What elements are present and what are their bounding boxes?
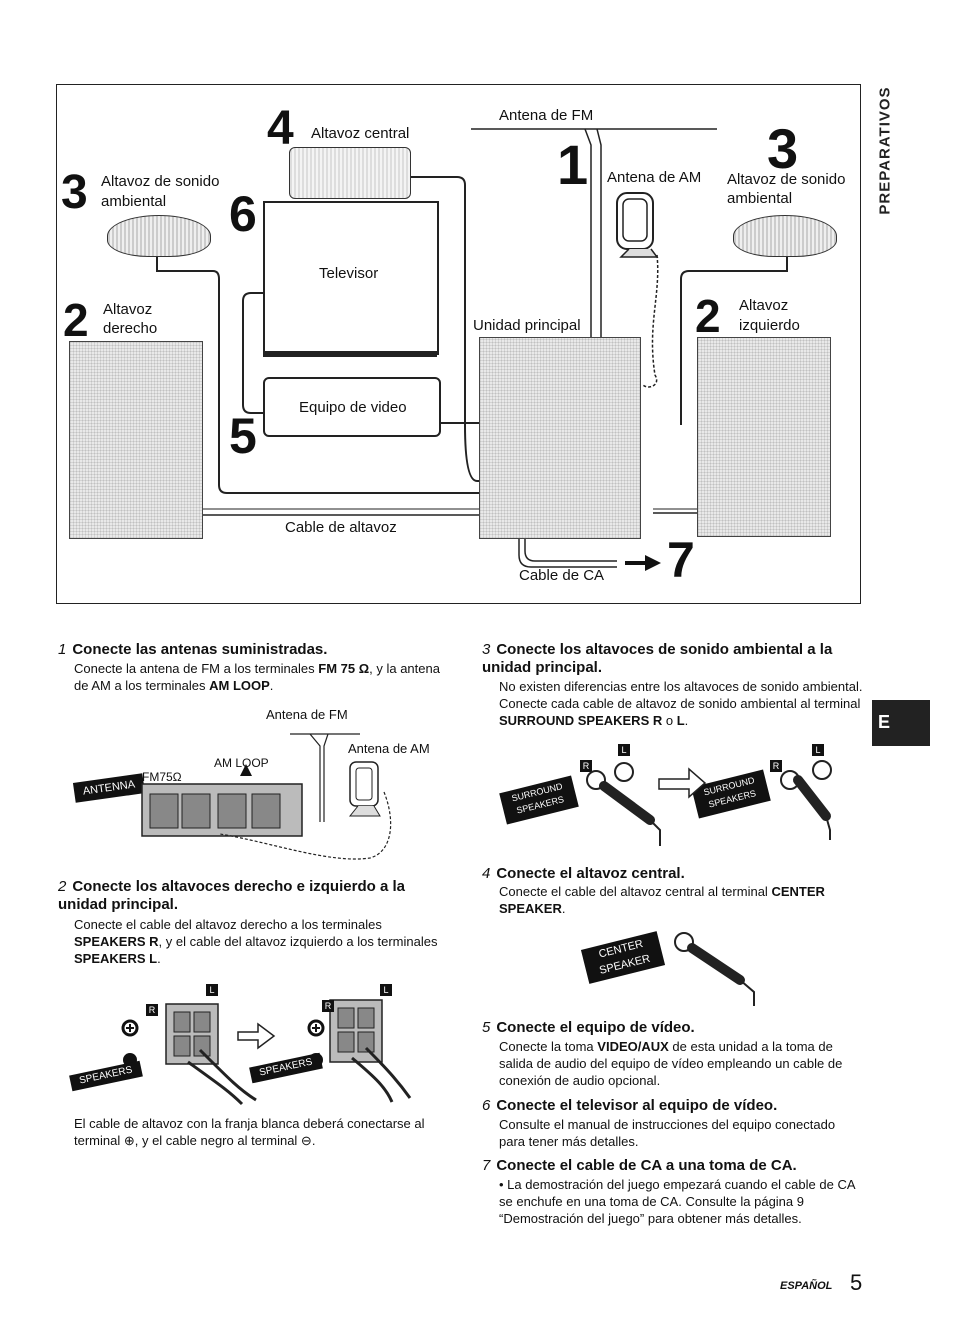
language-tab: E (872, 700, 930, 746)
label-main-unit: Unidad principal (473, 317, 581, 334)
fig2-drawing (121, 999, 412, 1106)
label-surround-left-1: Altavoz de sonido (101, 173, 220, 190)
left-surround-speaker (107, 215, 211, 257)
step-number-7: 7 (667, 532, 695, 588)
label-surround-left-2: ambiental (101, 193, 167, 210)
right-front-speaker (69, 341, 203, 539)
step-number-2-left: 2 (695, 290, 721, 342)
fig3-r-badge: R (580, 760, 592, 772)
label-speaker-cable: Cable de altavoz (285, 519, 397, 536)
step-number-3-left: 3 (61, 166, 88, 219)
fig2-l-badge-2: L (380, 984, 392, 996)
footer-language: ESPAÑOL (780, 1280, 833, 1292)
step-number-6: 6 (229, 186, 257, 242)
label-surround-right-2: ambiental (727, 190, 793, 207)
fig3-l-badge-2: L (812, 744, 824, 756)
fig2-r-badge-2: R (322, 1000, 334, 1012)
label-center-speaker: Altavoz central (311, 125, 410, 142)
page-number: 5 (850, 1270, 863, 1295)
step-number-4: 4 (267, 102, 294, 155)
main-unit (479, 337, 641, 539)
label-right-speaker-1: Altavoz (103, 301, 153, 318)
fig3-l-badge: L (618, 744, 630, 756)
step-number-3-right: 3 (767, 117, 799, 180)
step-number-1: 1 (557, 133, 589, 196)
label-tv: Televisor (319, 265, 379, 282)
connection-diagram: Antena de FM Antena de AM Altavoz centra… (56, 84, 861, 604)
step-7-body: • La demostración del juego empezará cua… (499, 1177, 855, 1226)
label-right-speaker-2: derecho (103, 320, 158, 337)
step-number-2-right: 2 (63, 294, 89, 346)
fig2-l-badge: L (206, 984, 218, 996)
vcr-box (263, 377, 441, 437)
tv-box (263, 201, 439, 355)
surround-figure: SURROUND SPEAKERS SURROUND SPEAKERS R L … (499, 740, 860, 850)
label-surround-right-1: Altavoz de sonido (727, 171, 846, 188)
antenna-figure: Antena de FM Antena de AM ANTENNA FM75Ω … (70, 702, 440, 872)
fig1-fm75-label: FM75Ω (142, 770, 182, 784)
step-number-5: 5 (229, 408, 257, 464)
fig2-r-badge: R (146, 1004, 158, 1016)
step-4-body: Conecte el cable del altavoz central al … (499, 884, 825, 916)
side-section-label: PREPARATIVOS (876, 86, 894, 215)
step-1-body: Conecte la antena de FM a los terminales… (74, 661, 440, 693)
center-speaker (289, 147, 411, 199)
label-ac-cable: Cable de CA (519, 567, 605, 584)
center-figure: CENTER SPEAKER (580, 922, 780, 1010)
step-3-body: No existen diferencias entre los altavoc… (499, 679, 863, 728)
step-5-body: Conecte la toma VIDEO/AUX de esta unidad… (499, 1039, 843, 1088)
left-front-speaker (697, 337, 831, 537)
step-6-body: Consulte el manual de instrucciones del … (499, 1117, 836, 1149)
fig1-label-fm: Antena de FM (266, 707, 348, 722)
label-vcr: Equipo de video (299, 399, 407, 416)
step-2-body: Conecte el cable del altavoz derecho a l… (74, 917, 438, 966)
label-fm-antenna: Antena de FM (499, 107, 594, 124)
label-left-speaker-1: Altavoz (739, 297, 789, 314)
fig1-loop-label: AM LOOP (214, 756, 269, 770)
fig1-label-am: Antena de AM (348, 741, 430, 756)
label-am-antenna: Antena de AM (607, 169, 702, 186)
fig1-drawing (141, 733, 392, 860)
tv-base (263, 351, 437, 357)
page-footer: ESPAÑOL 5 (780, 1268, 864, 1298)
label-left-speaker-2: izquierdo (739, 317, 800, 334)
right-surround-speaker (733, 215, 837, 257)
speakers-figure: R L R L SPEAKERS SPEAKERS (69, 980, 442, 1110)
step-2-note: El cable de altavoz con la franja blanca… (74, 1116, 425, 1148)
fig3-r-badge-2: R (770, 760, 782, 772)
fig3-drawing (586, 760, 832, 846)
fig4-drawing (674, 932, 755, 1006)
